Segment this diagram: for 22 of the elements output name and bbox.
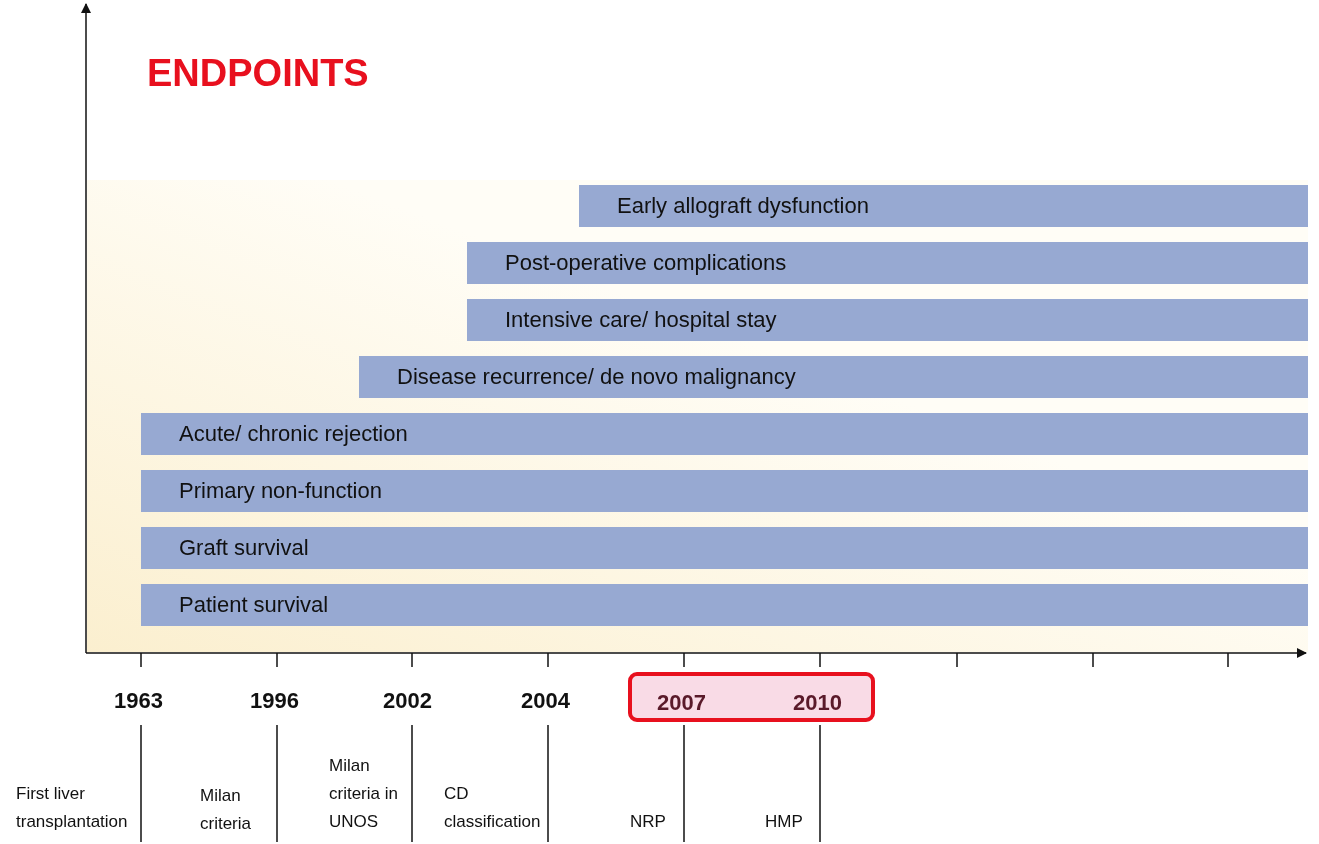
event-label: HMP	[765, 811, 804, 833]
event-label: NRP	[630, 811, 667, 833]
chart-title: ENDPOINTS	[147, 52, 369, 95]
timeline-bar: Primary non-function	[141, 470, 1308, 512]
event-label: Milan criteria in UNOS	[329, 755, 399, 833]
timeline-bar: Intensive care/ hospital stay	[467, 299, 1308, 341]
highlight-box	[628, 672, 875, 722]
year-label: 1996	[250, 688, 299, 714]
timeline-bar: Graft survival	[141, 527, 1308, 569]
year-label: 2004	[521, 688, 570, 714]
year-label: 2002	[383, 688, 432, 714]
timeline-bar: Post-operative complications	[467, 242, 1308, 284]
event-label: First liver transplantation	[16, 783, 129, 833]
timeline-bar: Early allograft dysfunction	[579, 185, 1308, 227]
timeline-bar: Acute/ chronic rejection	[141, 413, 1308, 455]
year-label: 2007	[657, 692, 706, 714]
year-label: 2010	[793, 692, 842, 714]
event-label: Milan criteria	[200, 785, 252, 835]
timeline-bar: Disease recurrence/ de novo malignancy	[359, 356, 1308, 398]
year-label: 1963	[114, 688, 163, 714]
event-label: CD classification	[444, 783, 542, 833]
timeline-bar: Patient survival	[141, 584, 1308, 626]
